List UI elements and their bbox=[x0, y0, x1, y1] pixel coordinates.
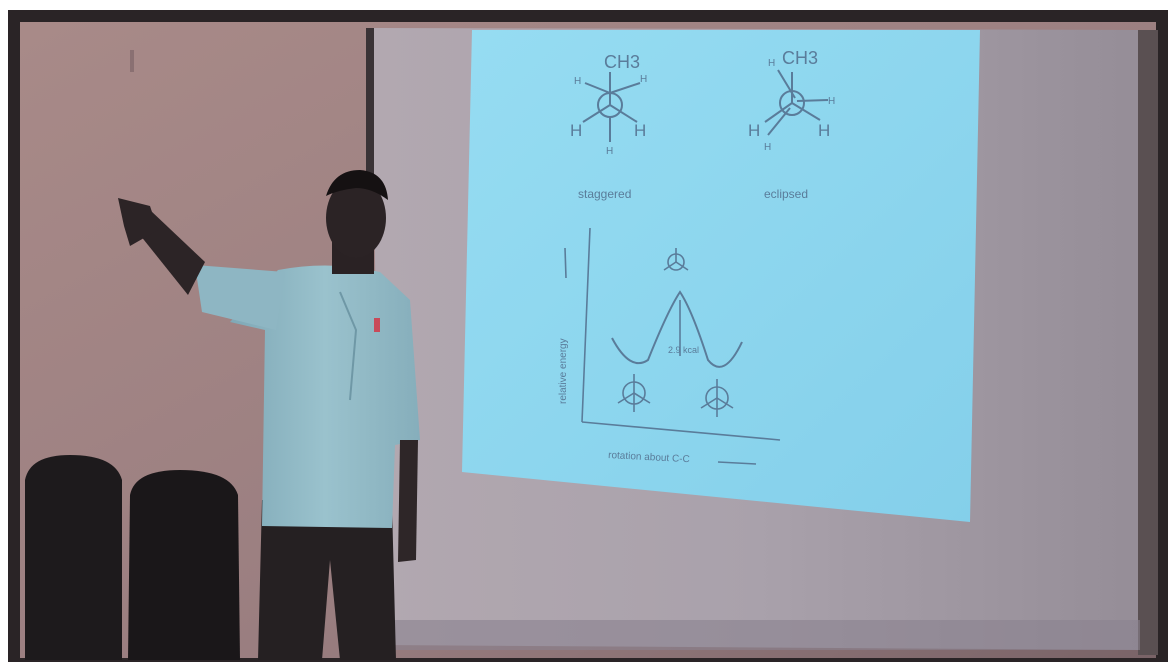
eclipsed-h-label: H bbox=[828, 96, 835, 107]
eclipsed-h-label: H bbox=[818, 121, 830, 140]
eclipsed-newman-projection bbox=[764, 69, 829, 136]
eclipsed-h-label: H bbox=[764, 142, 771, 153]
y-axis-label: relative energy bbox=[558, 338, 569, 404]
y-axis bbox=[581, 227, 591, 423]
staggered-h-label: H bbox=[606, 146, 613, 157]
staggered-h-label: H bbox=[634, 121, 646, 140]
staggered-h-label: H bbox=[640, 74, 647, 85]
presenter bbox=[118, 170, 420, 660]
staggered-caption: staggered bbox=[578, 187, 631, 201]
staggered-newman-projection bbox=[582, 72, 641, 142]
barrier-label: 2.9 kcal bbox=[668, 345, 699, 355]
x-axis bbox=[581, 421, 781, 441]
newman-icon-staggered-left bbox=[617, 374, 651, 412]
eclipsed-ch3-label: CH3 bbox=[782, 48, 818, 68]
screen-right-edge bbox=[1138, 30, 1158, 655]
newman-icon-staggered-right bbox=[700, 379, 734, 417]
eclipsed-h-label: H bbox=[768, 58, 775, 69]
x-axis-arrow bbox=[717, 461, 757, 465]
energy-curve bbox=[611, 290, 743, 368]
chairs bbox=[25, 455, 240, 660]
x-axis-label: rotation about C-C bbox=[608, 450, 690, 465]
staggered-ch3-label: CH3 bbox=[604, 52, 640, 72]
newman-icon-eclipsed-top bbox=[663, 248, 689, 271]
staggered-h-label: H bbox=[574, 76, 581, 87]
projected-slide bbox=[462, 30, 980, 522]
y-axis-arrow bbox=[564, 247, 567, 279]
eclipsed-h-label: H bbox=[748, 121, 760, 140]
eclipsed-caption: eclipsed bbox=[764, 187, 808, 201]
energy-diagram bbox=[564, 227, 781, 465]
staggered-h-label: H bbox=[570, 121, 582, 140]
